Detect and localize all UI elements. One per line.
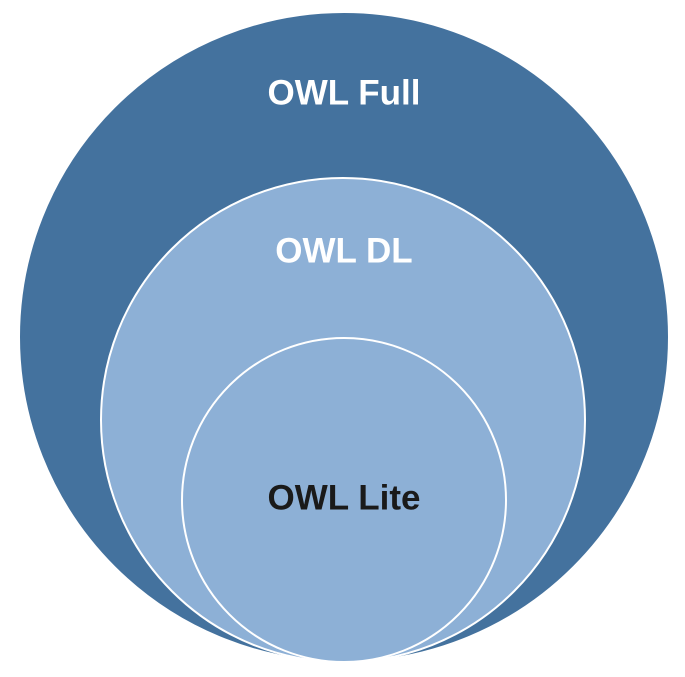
owl-lite-label: OWL Lite — [268, 478, 421, 517]
owl-full-label: OWL Full — [268, 73, 421, 112]
owl-lite-circle — [181, 337, 507, 663]
owl-dl-label: OWL DL — [275, 231, 412, 270]
